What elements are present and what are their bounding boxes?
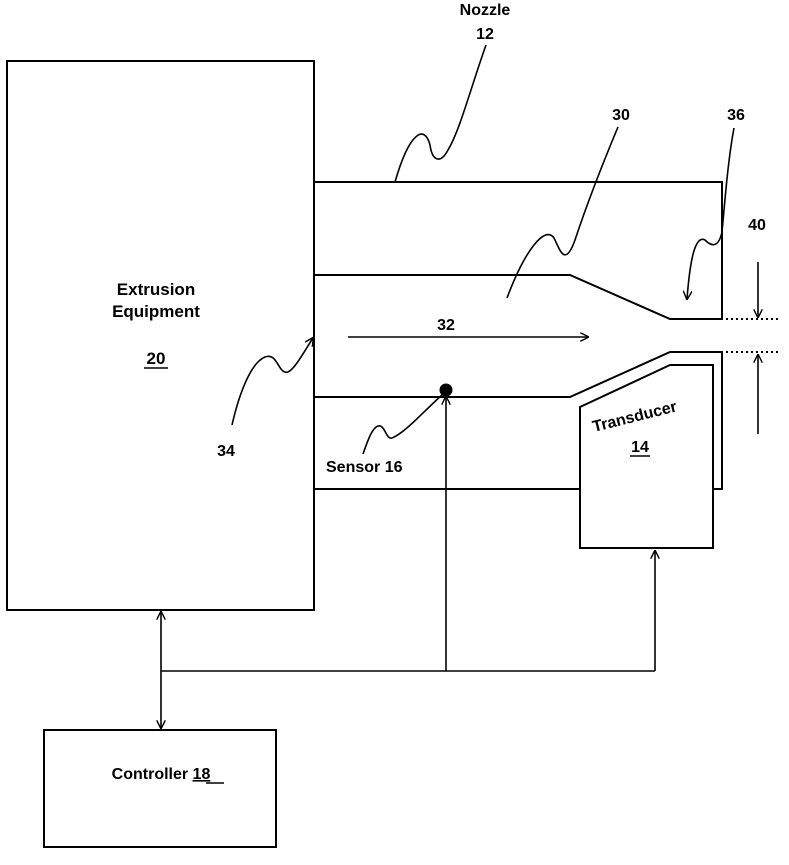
- controller-label: Controller 18: [112, 766, 211, 783]
- leader-nozzle-12: [395, 45, 486, 182]
- ref-30: 30: [612, 107, 630, 124]
- extrusion-label-line2: Equipment: [112, 302, 200, 321]
- ref-34: 34: [217, 443, 235, 460]
- controller-text: Controller: [112, 766, 193, 783]
- leader-sensor-16: [363, 395, 442, 454]
- leader-30: [507, 127, 618, 298]
- extrusion-equipment-box: [7, 61, 314, 610]
- nozzle-upper-wall: [314, 182, 722, 319]
- extrusion-number: 20: [147, 349, 166, 368]
- nozzle-title: Nozzle: [460, 2, 511, 19]
- leader-34: [232, 338, 313, 425]
- controller-box: [44, 730, 276, 847]
- sensor-label: Sensor 16: [326, 459, 403, 476]
- extrusion-label-line1: Extrusion: [117, 280, 195, 299]
- transducer-number: 14: [631, 439, 649, 456]
- controller-number: 18: [193, 766, 211, 783]
- ref-32: 32: [437, 317, 455, 334]
- ref-40: 40: [748, 217, 766, 234]
- nozzle-number: 12: [476, 26, 494, 43]
- leader-36: [687, 128, 734, 299]
- ref-36: 36: [727, 107, 745, 124]
- transducer-label: Transducer: [591, 399, 679, 436]
